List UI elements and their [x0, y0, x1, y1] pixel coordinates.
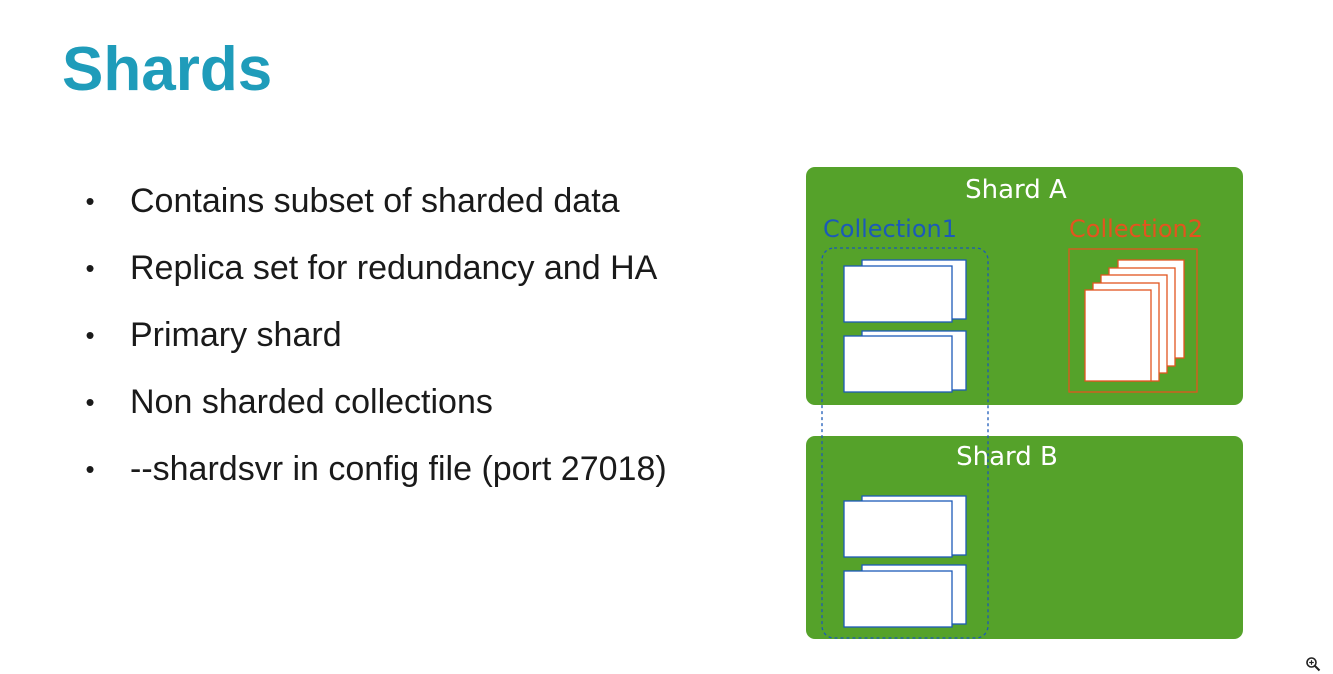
- bullet-text: Contains subset of sharded data: [130, 182, 620, 220]
- shard-b-label: Shard B: [956, 442, 1058, 472]
- bullet-dot: •: [85, 454, 95, 484]
- collection1-chunk: [843, 259, 967, 323]
- bullet-dot: •: [85, 186, 95, 216]
- shard-diagram: Shard A Shard B Collection1 Collection2: [806, 167, 1243, 639]
- collection2-label: Collection2: [1069, 215, 1203, 243]
- collection1-chunk: [843, 564, 967, 628]
- collection1-chunk: [843, 495, 967, 558]
- bullet-dot: •: [85, 387, 95, 417]
- slide-title: Shards: [62, 35, 273, 104]
- collection1-chunk: [843, 330, 967, 393]
- collection2-document-stack: [1084, 259, 1185, 382]
- collection1-outline: [821, 247, 989, 639]
- bullet-text: Primary shard: [130, 316, 342, 354]
- bullet-dot: •: [85, 320, 95, 350]
- bullet-text: Non sharded collections: [130, 383, 493, 421]
- shard-a-label: Shard A: [965, 175, 1067, 205]
- collection2-outline: [1068, 248, 1198, 393]
- collection1-label: Collection1: [823, 215, 957, 243]
- bullet-dot: •: [85, 253, 95, 283]
- zoom-in-icon[interactable]: [1305, 656, 1321, 672]
- bullet-text: Replica set for redundancy and HA: [130, 249, 658, 287]
- bullet-text: --shardsvr in config file (port 27018): [130, 450, 667, 488]
